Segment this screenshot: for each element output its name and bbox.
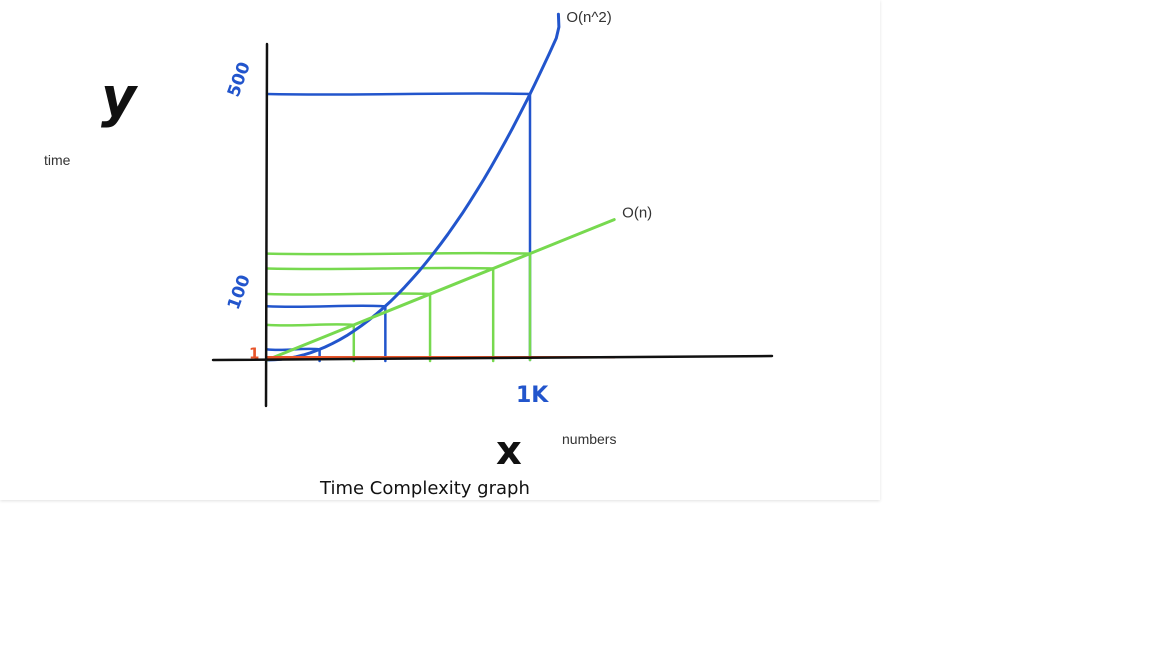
y-axis-title: time [44,152,71,168]
series-line-0 [265,12,561,362]
time-complexity-chart: O(n^2) O(n) 500 100 1 1K time numbers y x [44,9,774,474]
y-axis-letter: y [101,66,139,129]
series-label-1: O(n) [622,205,652,222]
chart-figure: O(n^2) O(n) 500 100 1 1K time numbers y x Time Co… [44,9,774,499]
guide-line-1 [265,304,387,363]
y-tick-label-2: 1 [249,344,259,362]
guide-line-5 [265,266,495,363]
guide-line-6 [265,251,532,362]
series-line-1 [265,218,616,362]
y-tick-label-1: 100 [224,272,255,312]
x-axis-line [211,354,774,362]
x-tick-label-0: 1K [516,383,549,408]
x-axis-title: numbers [562,431,616,447]
y-axis-line [264,42,269,408]
series-label-0: O(n^2) [566,9,611,26]
guide-line-4 [265,292,432,363]
x-axis-letter: x [496,428,522,474]
y-tick-label-0: 500 [224,59,255,99]
guide-line-2 [265,92,532,362]
chart-caption: Time Complexity graph [320,478,530,499]
